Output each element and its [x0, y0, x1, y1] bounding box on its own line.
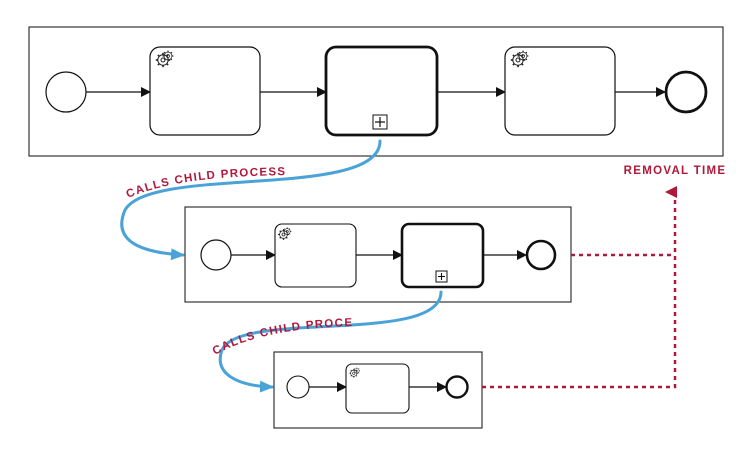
child-end-event — [525, 239, 557, 271]
removal-time-label: REMOVAL TIME — [624, 165, 727, 177]
grandchild-start-event — [286, 375, 310, 399]
plus-square-icon — [372, 114, 388, 130]
calls-child-connector-2 — [218, 290, 443, 393]
calls-child-connector-1 — [120, 139, 382, 261]
parent-call-activity — [324, 45, 439, 137]
child-start-event — [200, 239, 232, 271]
grandchild-end-event — [445, 375, 469, 399]
grandchild-service-task — [345, 363, 410, 414]
parent-service-task-2 — [504, 46, 616, 136]
plus-square-icon — [435, 270, 448, 283]
parent-end-event — [664, 70, 708, 114]
removal-time-line-grandchild — [482, 186, 677, 389]
parent-service-task-1 — [149, 46, 261, 136]
parent-start-event — [45, 71, 87, 113]
